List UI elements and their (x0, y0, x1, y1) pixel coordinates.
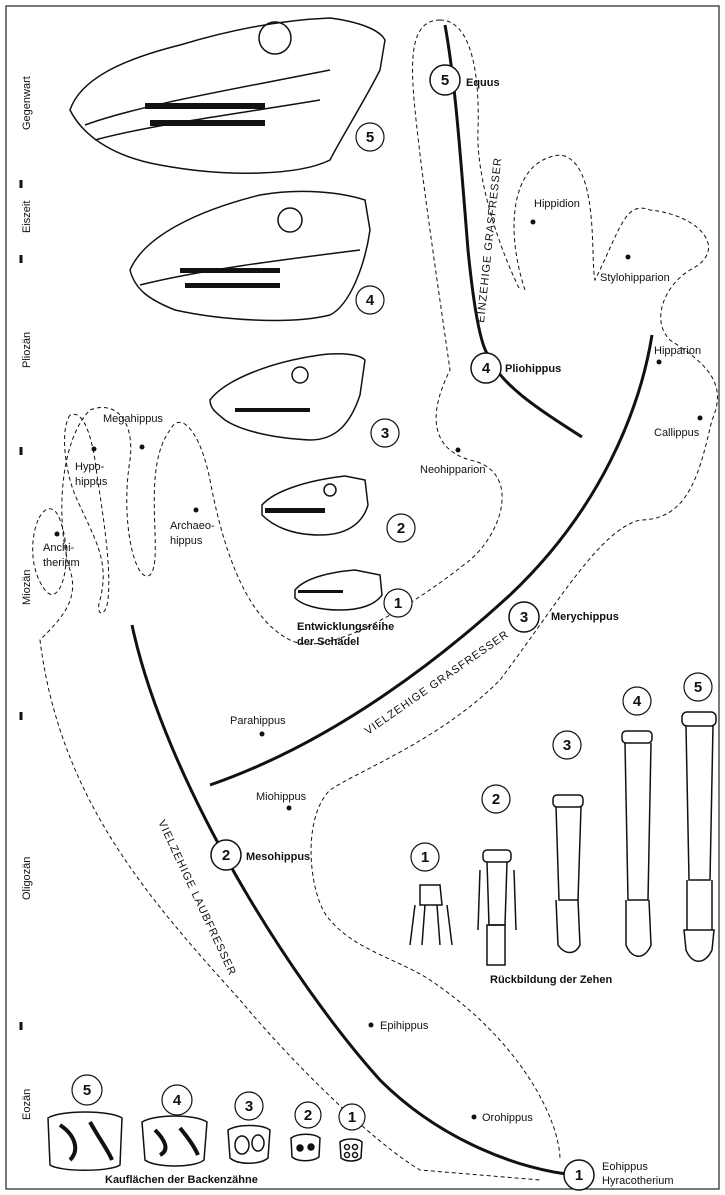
epoch-eiszeit: Eiszeit (21, 201, 33, 233)
genus-hypohippus-2: hippus (75, 476, 108, 488)
toe-num-2: 2 (492, 791, 500, 808)
caption-skulls-2: der Schädel (297, 636, 359, 648)
toe-3 (553, 795, 583, 953)
genus-hipparion: Hipparion (654, 345, 701, 357)
caption-teeth: Kauflächen der Backenzähne (105, 1174, 258, 1186)
branch-vielzehige-grasfresser: VIELZEHIGE GRASFRESSER (363, 628, 512, 737)
toe-2 (478, 850, 516, 965)
genus-pliohippus: Pliohippus (505, 363, 561, 375)
genus-hyracotherium: Hyracotherium (602, 1175, 674, 1187)
skull-drawings (70, 18, 385, 610)
epoch-miozaen: Miozän (21, 570, 33, 605)
genus-equus: Equus (466, 77, 500, 89)
genus-archaeohippus-2: hippus (170, 535, 203, 547)
skull-5 (70, 18, 385, 173)
skull-3 (210, 354, 365, 440)
genus-neohipparion: Neohipparion (420, 464, 485, 476)
tooth-5 (48, 1112, 122, 1170)
genus-hippidion: Hippidion (534, 198, 580, 210)
epoch-gegenwart: Gegenwart (21, 76, 33, 130)
genus-stylohipparion: Stylohipparion (600, 272, 670, 284)
toe-num-5: 5 (694, 679, 702, 696)
genus-miohippus: Miohippus (256, 791, 307, 803)
genus-eohippus: Eohippus (602, 1161, 648, 1173)
skull-num-2: 2 (397, 520, 405, 537)
toe-number-circles (411, 673, 712, 871)
caption-toes: Rückbildung der Zehen (490, 974, 613, 986)
genus-anchitherium-1: Anchi- (43, 542, 75, 554)
genus-anchitherium-2: therium (43, 557, 80, 569)
toe-5 (682, 712, 716, 961)
tooth-num-4: 4 (173, 1092, 182, 1109)
tooth-1 (340, 1139, 362, 1161)
skull-num-4: 4 (366, 292, 375, 309)
stage-num-2: 2 (222, 847, 230, 864)
toe-1 (410, 885, 452, 945)
toe-num-3: 3 (563, 737, 571, 754)
toe-num-4: 4 (633, 693, 642, 710)
skull-4 (130, 191, 370, 320)
skull-2 (262, 476, 368, 535)
tooth-num-2: 2 (304, 1107, 312, 1124)
caption-skulls-1: Entwicklungsreihe (297, 621, 394, 633)
tooth-num-5: 5 (83, 1082, 91, 1099)
tooth-3 (228, 1126, 270, 1164)
skull-num-5: 5 (366, 129, 374, 146)
stage-num-4: 4 (482, 360, 491, 377)
toe-4 (622, 731, 652, 956)
stage-num-5: 5 (441, 72, 449, 89)
genus-merychippus: Merychippus (551, 611, 619, 623)
skull-number-circles (356, 123, 415, 617)
skull-num-3: 3 (381, 425, 389, 442)
stage-num-1: 1 (575, 1167, 583, 1184)
dashed-outlines (33, 20, 718, 1180)
genus-orohippus: Orohippus (482, 1112, 533, 1124)
genus-callippus: Callippus (654, 427, 700, 439)
genus-hypohippus-1: Hypo- (75, 461, 105, 473)
stage-num-3: 3 (520, 609, 528, 626)
tooth-2 (291, 1134, 320, 1161)
epoch-eozaen: Eozän (21, 1089, 33, 1120)
epoch-pliozaen: Pliozän (21, 332, 33, 368)
skull-num-1: 1 (394, 595, 402, 612)
tooth-4 (142, 1116, 207, 1166)
tooth-num-3: 3 (245, 1098, 253, 1115)
genus-parahippus: Parahippus (230, 715, 286, 727)
frame (6, 6, 719, 1189)
toe-num-1: 1 (421, 849, 429, 866)
branch-einzehige-grasfresser: EINZEHIGE GRASFRESSER (475, 156, 504, 323)
genus-megahippus: Megahippus (103, 413, 163, 425)
genus-epihippus: Epihippus (380, 1020, 429, 1032)
genus-archaeohippus-1: Archaeo- (170, 520, 215, 532)
genus-mesohippus: Mesohippus (246, 851, 310, 863)
epoch-oligozaen: Oligozän (21, 857, 33, 900)
tooth-num-1: 1 (348, 1109, 356, 1126)
